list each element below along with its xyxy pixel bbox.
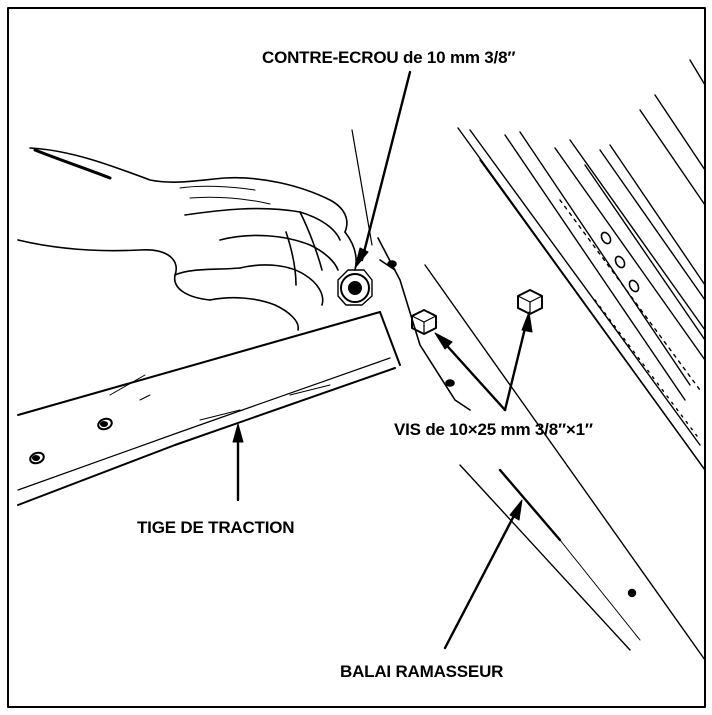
housing-slots xyxy=(600,231,640,293)
label-bolts: VIS de 10×25 mm 3/8″×1″ xyxy=(394,420,593,439)
broom-strip xyxy=(459,464,641,651)
arrow-head-broom xyxy=(509,499,523,521)
arrow-head-lock-nut xyxy=(354,247,369,269)
lock-nut xyxy=(337,269,373,306)
arrow-head-bolt-left xyxy=(434,332,453,350)
broom-housing xyxy=(424,59,706,661)
figure-border xyxy=(7,7,706,708)
arrow-head-pull-rod xyxy=(232,423,244,443)
mounting-bracket xyxy=(351,129,471,411)
pull-rod xyxy=(17,311,401,506)
arrow-head-bolt-right xyxy=(521,311,533,333)
label-pickup-broom: BALAI RAMASSEUR xyxy=(340,662,504,681)
leader-arrows xyxy=(232,70,533,650)
label-pull-rod: TIGE DE TRACTION xyxy=(137,518,295,537)
bolt-heads xyxy=(411,289,543,335)
hand xyxy=(17,147,357,331)
label-lock-nut: CONTRE-ECROU de 10 mm 3/8″ xyxy=(262,48,516,67)
